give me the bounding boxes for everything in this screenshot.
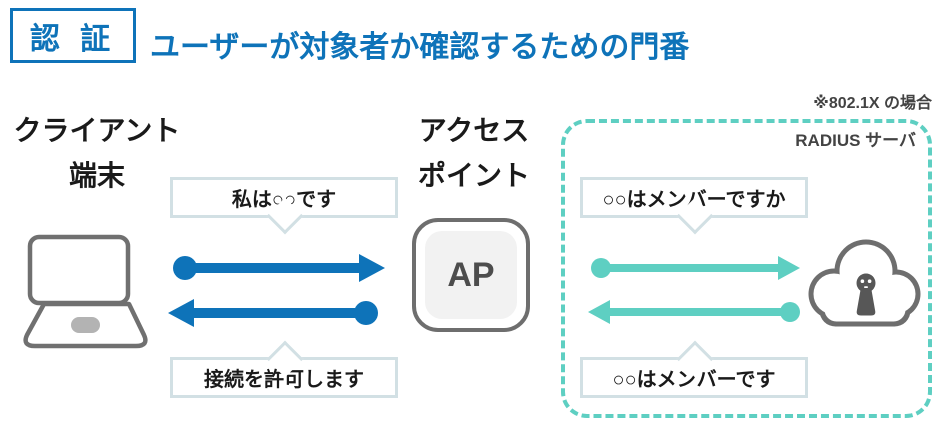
client-label-line1: クライアント [13,115,181,146]
arrow-ap-to-radius [591,256,800,280]
arrow-head-right-icon [359,254,385,282]
arrow-radius-to-ap [588,300,800,324]
bubble-radius-to-ap: ○○はメンバーです [580,340,808,398]
bubble-text: 接続を許可します [204,369,364,391]
arrow-dot [780,302,800,322]
client-label-line2: 端末 [68,160,125,191]
ap-device-text: AP [425,231,517,319]
arrow-line [601,264,782,272]
auth-badge: 認 証 [10,8,136,63]
cloud-person-icon [808,239,921,327]
access-point-label: アクセス ポイント [399,108,549,198]
radius-server-label: RADIUS サーバ [795,131,916,150]
bubble-text: ○○はメンバーです [612,369,776,391]
ap-device-box: AP [412,218,530,332]
bubble-ap-to-client: 接続を許可します [170,340,398,398]
note-802-1x: ※802.1X の場合 [813,95,932,112]
laptop-icon [23,234,148,349]
client-label: クライアント 端末 [7,108,187,198]
bubble-ap-to-radius: ○○はメンバーですか [580,177,808,235]
arrow-dot [354,301,378,325]
arrow-line [188,308,366,318]
arrow-head-left-icon [588,300,610,324]
bubble-client-to-ap: 私は○○です [170,177,398,235]
arrow-line [185,263,365,273]
page-title: ユーザーが対象者か確認するための門番 [150,31,690,64]
access-point-label-line1: アクセス [418,115,530,146]
arrow-client-to-ap [173,254,385,282]
arrow-line [606,308,790,316]
auth-badge-label: 認 証 [29,22,117,56]
radius-zone: RADIUS サーバ [561,119,932,418]
person-silhouette [856,273,876,316]
laptop-touchpad [71,317,100,333]
access-point-label-line2: ポイント [417,160,530,191]
arrow-head-right-icon [778,256,800,280]
arrow-ap-to-client [168,299,378,327]
